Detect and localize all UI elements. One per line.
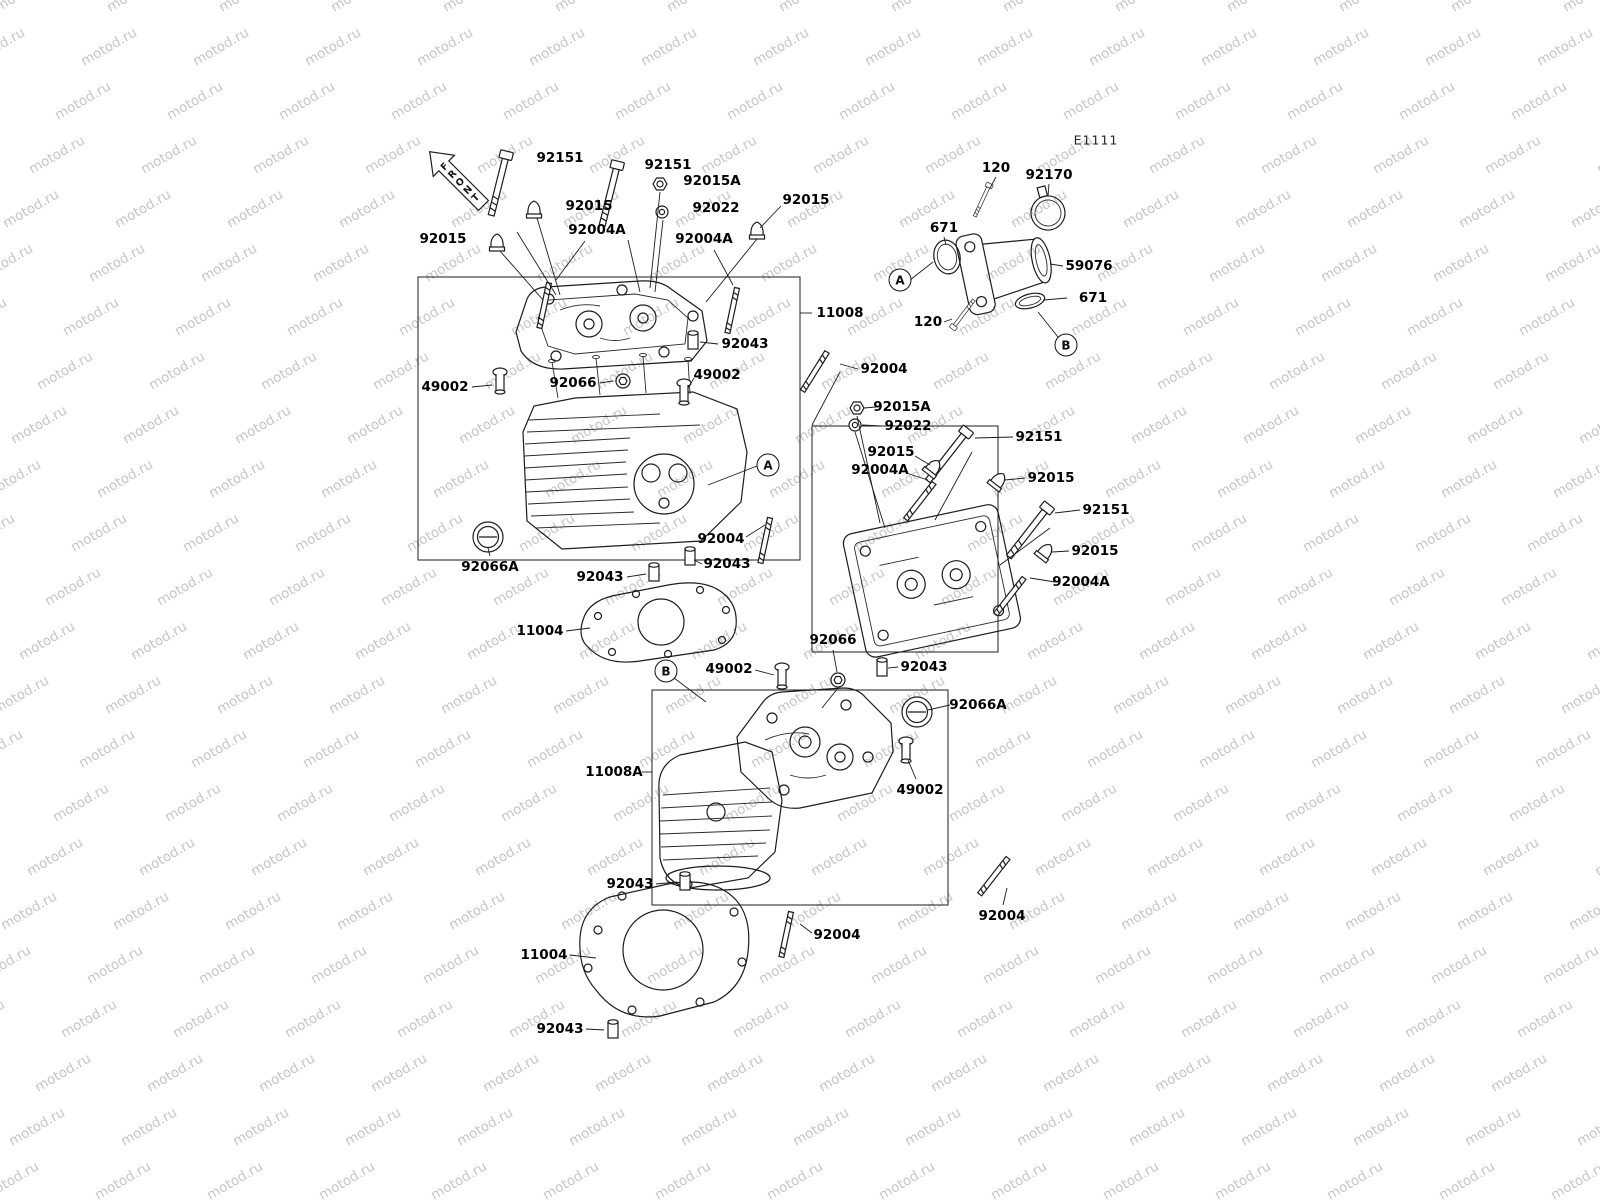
part-callout-59076: 59076	[1065, 258, 1113, 274]
part-callout-92066: 92066	[809, 632, 857, 648]
part-callout-92022: 92022	[692, 200, 740, 216]
part-callout-92151: 92151	[644, 157, 692, 173]
part-callout-92066A: 92066A	[949, 697, 1007, 713]
part-callout-11004: 11004	[516, 623, 564, 639]
intake-clamp	[1030, 185, 1066, 231]
part-callout-92043: 92043	[900, 659, 948, 675]
part-callout-11008A: 11008A	[585, 764, 643, 780]
intake-joint-pipe	[955, 233, 1052, 316]
part-callout-92151: 92151	[536, 150, 584, 166]
part-callout-92004: 92004	[697, 531, 745, 547]
part-callout-92043: 92043	[576, 569, 624, 585]
part-callout-92015A: 92015A	[683, 173, 741, 189]
part-callout-92004A: 92004A	[675, 231, 733, 247]
leader-lines	[471, 176, 1081, 1031]
ref-circle-B: B	[1054, 333, 1078, 357]
part-callout-92015: 92015	[782, 192, 830, 208]
part-callout-92151: 92151	[1015, 429, 1063, 445]
part-callout-92022: 92022	[884, 418, 932, 434]
front-head-gasket	[580, 582, 737, 663]
part-callout-120: 120	[913, 314, 943, 330]
ref-circle-B: B	[654, 659, 678, 683]
lower-head-cover	[736, 687, 894, 809]
part-callout-92043: 92043	[606, 876, 654, 892]
part-callout-92015: 92015	[1027, 470, 1075, 486]
part-callout-92066: 92066	[549, 375, 597, 391]
part-callout-92004: 92004	[860, 361, 908, 377]
part-callout-671: 671	[929, 220, 959, 236]
part-callout-92015: 92015	[867, 444, 915, 460]
ref-circle-A: A	[888, 268, 912, 292]
rear-head-cover	[842, 504, 1022, 658]
part-callout-92004: 92004	[978, 908, 1026, 924]
part-callout-49002: 49002	[421, 379, 469, 395]
part-callout-92015: 92015	[565, 198, 613, 214]
front-cylinder-head	[522, 352, 748, 550]
lower-cylinder	[658, 741, 783, 891]
part-callout-49002: 49002	[896, 782, 944, 798]
part-callout-92043: 92043	[536, 1021, 584, 1037]
part-callout-92004A: 92004A	[851, 462, 909, 478]
part-callout-11004: 11004	[520, 947, 568, 963]
o-ring-bottom	[1014, 292, 1046, 310]
part-callout-92015: 92015	[419, 231, 467, 247]
part-callout-92004: 92004	[813, 927, 861, 943]
part-callout-92015: 92015	[1071, 543, 1119, 559]
part-callout-92066A: 92066A	[461, 559, 519, 575]
part-callout-92004A: 92004A	[1052, 574, 1110, 590]
part-callout-92043: 92043	[703, 556, 751, 572]
part-callout-92015A: 92015A	[873, 399, 931, 415]
lower-head-gasket	[579, 879, 750, 1018]
part-callout-92043: 92043	[721, 336, 769, 352]
front-direction-arrow: FRONT	[429, 151, 490, 212]
part-callout-92151: 92151	[1082, 502, 1130, 518]
ref-circle-A: A	[756, 453, 780, 477]
diagram-code: E1111	[1073, 132, 1119, 148]
part-callout-11008: 11008	[816, 305, 864, 321]
part-callout-671: 671	[1078, 290, 1108, 306]
o-ring-top	[933, 239, 961, 275]
part-callout-49002: 49002	[693, 367, 741, 383]
part-callout-49002: 49002	[705, 661, 753, 677]
assembly-group-boxes	[417, 276, 999, 906]
part-callout-120: 120	[981, 160, 1011, 176]
part-callout-92170: 92170	[1025, 167, 1073, 183]
part-callout-92004A: 92004A	[568, 222, 626, 238]
